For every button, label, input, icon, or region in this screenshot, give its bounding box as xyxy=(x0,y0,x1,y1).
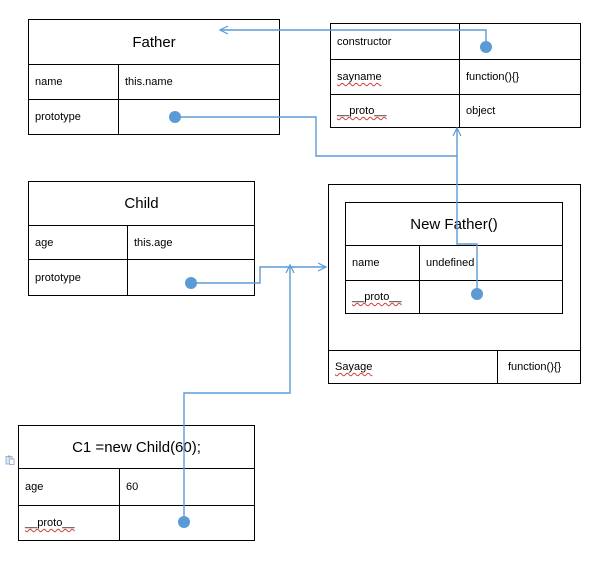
father-row-name: name this.name xyxy=(29,64,279,99)
child-prototype-key: prototype xyxy=(35,271,81,284)
sayage-value: function(){} xyxy=(508,361,562,373)
new-father-table: New Father() name undefined __proto__ xyxy=(345,202,563,314)
new-father-name-key: name xyxy=(352,257,380,269)
father-title: Father xyxy=(132,33,176,51)
father-prototype-key: prototype xyxy=(35,111,81,123)
c1-table: C1 =new Child(60); age 60 __proto__ xyxy=(18,425,255,541)
new-father-row-proto: __proto__ xyxy=(346,280,562,313)
new-father-proto-key: __proto__ xyxy=(352,291,402,303)
new-father-title: New Father() xyxy=(410,215,498,233)
child-row-prototype: prototype xyxy=(29,259,254,295)
sayname-key: sayname xyxy=(337,71,382,83)
child-prototype-row-sayage: Sayage function(){} xyxy=(329,350,580,383)
child-prototype-pointer-dot xyxy=(185,277,197,289)
constructor-key: constructor xyxy=(337,35,392,48)
c1-age-value: 60 xyxy=(126,481,139,493)
new-father-proto-link-line xyxy=(456,156,478,294)
father-prototype-proto-value: object xyxy=(466,105,496,117)
father-header: Father xyxy=(29,20,279,64)
new-father-proto-pointer-dot xyxy=(471,288,483,300)
father-prototype-link-arrow xyxy=(175,116,457,157)
c1-title: C1 =new Child(60); xyxy=(72,438,201,456)
c1-proto-pointer-dot xyxy=(178,516,190,528)
child-row-age: age this.age xyxy=(29,225,254,259)
c1-age-key: age xyxy=(25,481,44,493)
child-table: Child age this.age prototype xyxy=(28,181,255,296)
c1-row-age: age 60 xyxy=(19,468,254,505)
new-father-name-value: undefined xyxy=(426,257,475,269)
new-father-header: New Father() xyxy=(346,203,562,245)
constructor-pointer-dot xyxy=(480,41,492,53)
father-row-prototype: prototype xyxy=(29,99,279,134)
father-prototype-row-sayname: sayname function(){} xyxy=(331,59,580,94)
constructor-to-father-arrow xyxy=(220,30,487,47)
father-name-key: name xyxy=(35,76,63,88)
father-prototype-pointer-dot xyxy=(169,111,181,123)
father-prototype-proto-key: __proto__ xyxy=(337,105,387,117)
c1-proto-link-arrow xyxy=(183,265,290,522)
child-prototype-link-arrow xyxy=(191,267,326,284)
father-prototype-row-constructor: constructor xyxy=(331,24,580,59)
c1-row-proto: __proto__ xyxy=(19,505,254,540)
child-prototype-box: Sayage function(){} xyxy=(328,184,581,384)
sayage-key: Sayage xyxy=(335,361,373,373)
father-name-value: this.name xyxy=(125,76,173,88)
father-prototype-row-proto: __proto__ object xyxy=(331,94,580,127)
child-header: Child xyxy=(29,182,254,225)
paste-options-icon[interactable] xyxy=(5,455,15,465)
c1-header: C1 =new Child(60); xyxy=(19,426,254,468)
child-age-value: this.age xyxy=(134,236,173,249)
child-age-key: age xyxy=(35,236,54,249)
child-title: Child xyxy=(124,195,159,212)
sayname-value: function(){} xyxy=(466,71,520,83)
father-table: Father name this.name prototype xyxy=(28,19,280,135)
new-father-row-name: name undefined xyxy=(346,245,562,280)
c1-proto-key: __proto__ xyxy=(25,517,75,529)
